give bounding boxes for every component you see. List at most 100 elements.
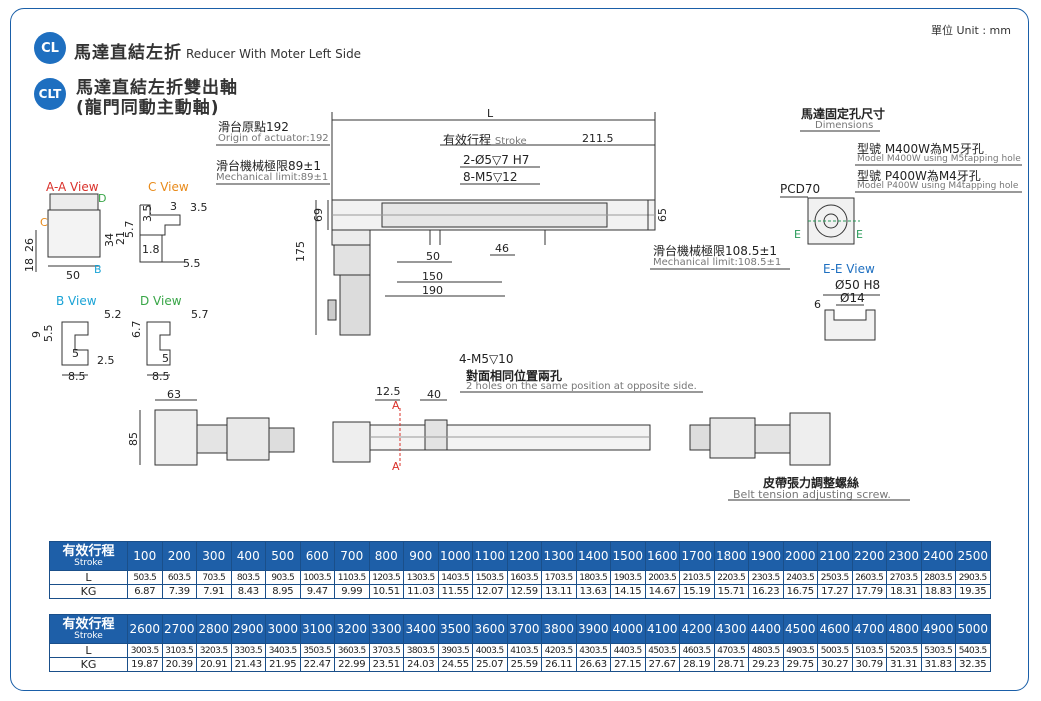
- kg-value: 31.31: [886, 657, 922, 672]
- stroke-value: 1600: [644, 541, 680, 571]
- stroke-value: 1800: [713, 541, 749, 571]
- l-value: 3903.5: [437, 643, 473, 658]
- cv-1-8: 1.8: [142, 243, 160, 256]
- stroke-header-zh: 有效行程: [62, 616, 115, 632]
- kg-value: 28.19: [679, 657, 715, 672]
- kg-value: 17.27: [817, 584, 853, 599]
- kg-value: 20.91: [196, 657, 232, 672]
- stroke-value: 700: [334, 541, 370, 571]
- dv-5-7: 5.7: [191, 308, 209, 321]
- ee-dim: 6: [814, 298, 821, 311]
- stroke-value: 1700: [679, 541, 715, 571]
- cv-3: 3: [170, 200, 177, 213]
- mech-limit-zh: 滑台機械極限89±1: [216, 159, 321, 173]
- dim-40: 40: [427, 388, 441, 401]
- stroke-value: 5000: [955, 614, 991, 644]
- stroke-en: Stroke: [494, 136, 527, 147]
- kg-value: 8.43: [230, 584, 266, 599]
- cv-5-7: 5.7: [123, 221, 136, 239]
- l-value: 2903.5: [955, 570, 991, 585]
- stroke-value: 900: [403, 541, 439, 571]
- ee-bore: Ø50 H8: [835, 278, 880, 292]
- b-view-label: B View: [56, 294, 97, 308]
- kg-value: 26.11: [541, 657, 577, 672]
- unit-label: 單位 Unit : mm: [930, 24, 1011, 37]
- l-value: 2203.5: [713, 570, 749, 585]
- p400-en: Model P400W using M4tapping hole: [857, 181, 1019, 191]
- mech-limit-en: Mechanical limit:89±1: [216, 172, 329, 183]
- kg-value: 7.39: [161, 584, 197, 599]
- kg-value: 25.07: [472, 657, 508, 672]
- stroke-header-zh: 有效行程: [62, 543, 115, 559]
- pcd-label: PCD70: [780, 182, 820, 196]
- l-value: 1703.5: [541, 570, 577, 585]
- hole-spec-2: 8-M5▽12: [463, 170, 518, 184]
- kg-value: 15.19: [679, 584, 715, 599]
- kg-value: 26.63: [575, 657, 611, 672]
- dim-175: 175: [294, 241, 307, 262]
- l-value: 2103.5: [679, 570, 715, 585]
- dim-65: 65: [656, 208, 669, 222]
- kg-value: 11.55: [437, 584, 473, 599]
- kg-value: 27.67: [644, 657, 680, 672]
- l-value: 2703.5: [886, 570, 922, 585]
- a-label-top: A: [392, 399, 400, 412]
- stroke-value: 2700: [161, 614, 197, 644]
- ee-view-label: E-E View: [823, 262, 875, 276]
- cv-5-5: 5.5: [183, 257, 201, 270]
- l-value: 5303.5: [920, 643, 956, 658]
- kg-value: 24.03: [403, 657, 439, 672]
- mech-limit2-en: Mechanical limit:108.5±1: [653, 257, 782, 268]
- p400-zh: 型號 P400W為M4牙孔: [857, 169, 981, 183]
- stroke-value: 3700: [506, 614, 542, 644]
- stroke-value: 3600: [472, 614, 508, 644]
- aa-18: 18: [23, 258, 36, 272]
- kg-value: 14.67: [644, 584, 680, 599]
- l-value: 4703.5: [713, 643, 749, 658]
- l-value: 1803.5: [575, 570, 611, 585]
- stroke-value: 1900: [748, 541, 784, 571]
- kg-value: 15.71: [713, 584, 749, 599]
- bv-5-2: 5.2: [104, 308, 122, 321]
- l-value: 803.5: [230, 570, 266, 585]
- ee-shaft: Ø14: [840, 291, 865, 305]
- l-value: 1003.5: [299, 570, 335, 585]
- dim-211: 211.5: [582, 132, 614, 145]
- dim-50: 50: [426, 250, 440, 263]
- stroke-value: 500: [265, 541, 301, 571]
- origin-en: Origin of actuator:192: [218, 133, 329, 144]
- kg-value: 19.35: [955, 584, 991, 599]
- l-value: 903.5: [265, 570, 301, 585]
- l-value: 5203.5: [886, 643, 922, 658]
- stroke-value: 4400: [748, 614, 784, 644]
- a-label-bottom: A: [392, 460, 400, 473]
- cv-3-5b: 3.5: [190, 201, 208, 214]
- outer-frame: [10, 8, 1029, 691]
- stroke-value: 4800: [886, 614, 922, 644]
- dv-8-5: 8.5: [152, 370, 170, 383]
- stroke-value: 300: [196, 541, 232, 571]
- stroke-value: 4000: [610, 614, 646, 644]
- kg-row-label: KG: [49, 584, 128, 599]
- c-view-label: C View: [148, 180, 189, 194]
- aa-d: D: [98, 192, 106, 205]
- kg-value: 18.83: [920, 584, 956, 599]
- stroke-value: 400: [230, 541, 266, 571]
- stroke-value: 4100: [644, 614, 680, 644]
- cv-3-5a: 3.5: [141, 205, 154, 223]
- l-value: 2603.5: [851, 570, 887, 585]
- stroke-value: 3500: [437, 614, 473, 644]
- stroke-value: 4900: [920, 614, 956, 644]
- m400-zh: 型號 M400W為M5牙孔: [857, 142, 984, 156]
- l-value: 2303.5: [748, 570, 784, 585]
- l-value: 1503.5: [472, 570, 508, 585]
- l-value: 4103.5: [506, 643, 542, 658]
- kg-value: 22.47: [299, 657, 335, 672]
- kg-value: 9.47: [299, 584, 335, 599]
- kg-value: 30.27: [817, 657, 853, 672]
